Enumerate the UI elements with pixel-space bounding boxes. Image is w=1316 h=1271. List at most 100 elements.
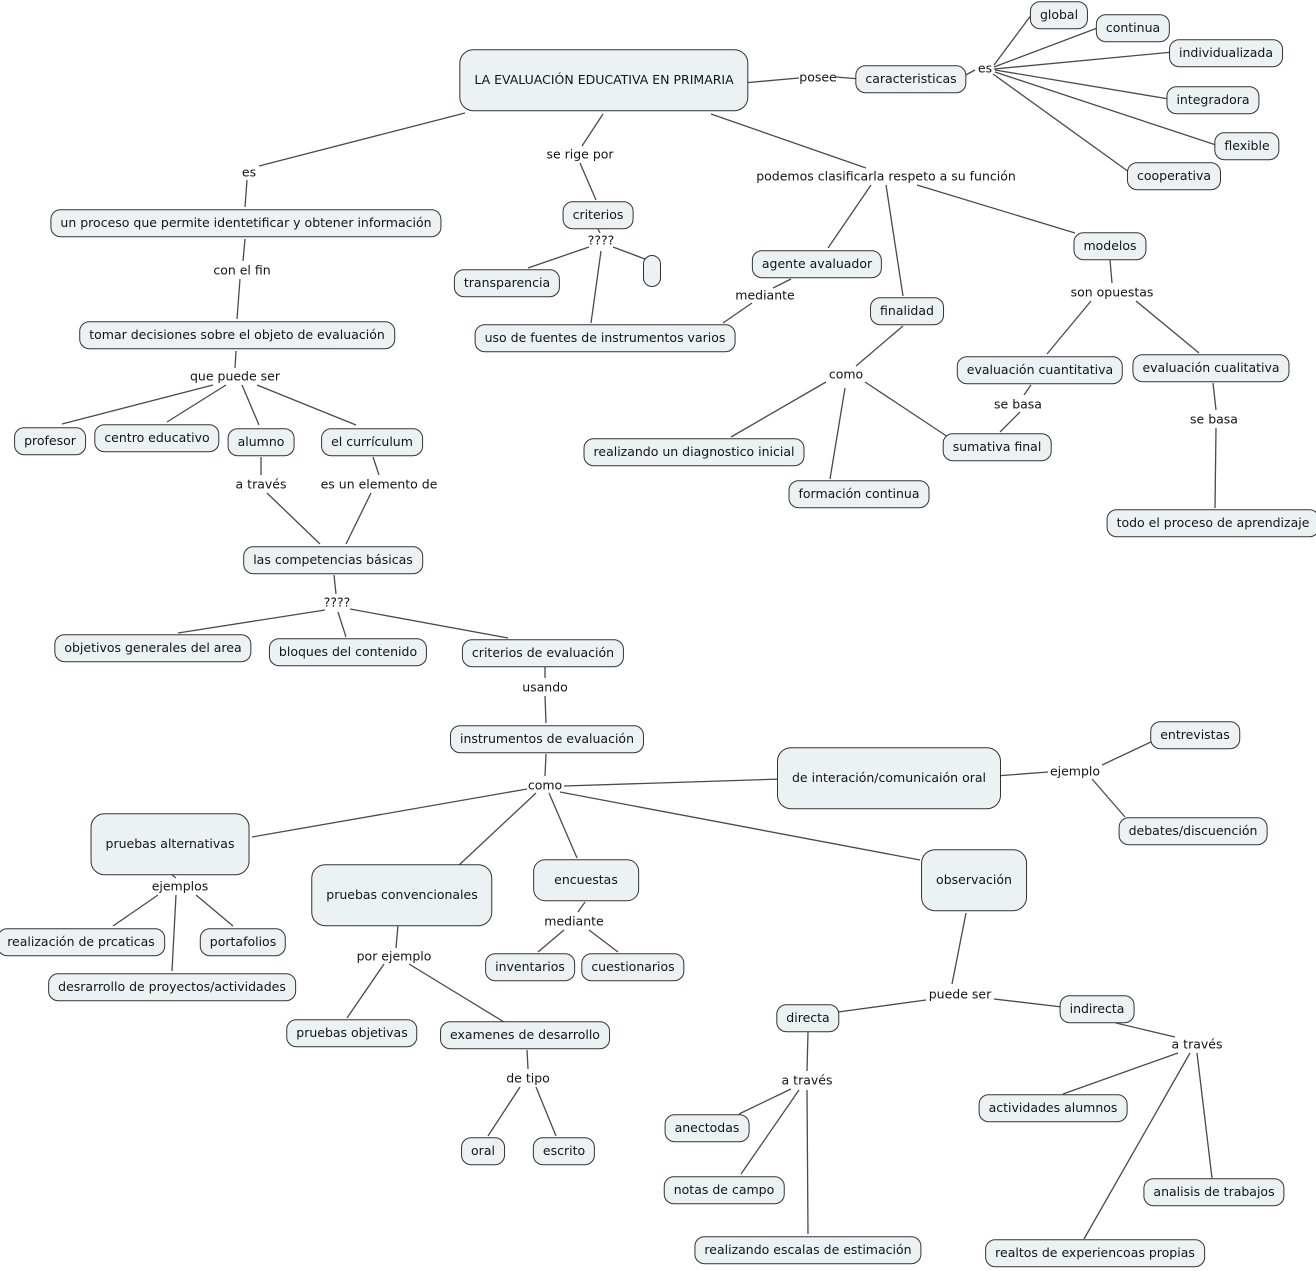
concept-node-pruebas-alternativas[interactable]: pruebas alternativas: [90, 813, 250, 875]
edge-line: [722, 302, 753, 324]
link-label-ejemplos: ejemplos: [151, 878, 209, 894]
concept-node-todo-proceso[interactable]: todo el proceso de aprendizaje: [1106, 509, 1316, 537]
concept-node-interaccion-oral[interactable]: de interación/comunicaión oral: [777, 747, 1001, 809]
edge-line: [548, 792, 578, 859]
concept-node-debates[interactable]: debates/discuención: [1118, 817, 1268, 845]
concept-node-empty-node[interactable]: [643, 255, 661, 287]
edge-line: [526, 1049, 529, 1070]
edge-line: [1109, 259, 1113, 284]
concept-node-eval-cuantitativa[interactable]: evaluación cuantitativa: [956, 356, 1124, 384]
concept-node-inventarios[interactable]: inventarios: [485, 953, 575, 981]
edge-line: [195, 894, 234, 927]
concept-node-oral[interactable]: oral: [461, 1137, 505, 1165]
concept-node-cooperativa[interactable]: cooperativa: [1126, 162, 1222, 190]
edge-line: [730, 381, 827, 438]
link-label-es-proceso: es: [241, 164, 257, 180]
concept-node-individualizada[interactable]: individualizada: [1169, 39, 1283, 67]
concept-node-integradora[interactable]: integradora: [1166, 86, 1260, 114]
concept-node-modelos[interactable]: modelos: [1073, 232, 1147, 260]
concept-node-competencias[interactable]: las competencias básicas: [243, 546, 423, 574]
link-label-mediante-encuestas: mediante: [544, 913, 604, 929]
concept-node-instrumentos[interactable]: instrumentos de evaluación: [449, 725, 645, 753]
edge-line: [1046, 300, 1092, 355]
edge-line: [1196, 1052, 1213, 1179]
concept-node-finalidad[interactable]: finalidad: [870, 297, 944, 325]
concept-node-global[interactable]: global: [1029, 1, 1089, 29]
concept-node-notas-campo[interactable]: notas de campo: [663, 1176, 785, 1204]
edge-line: [1101, 740, 1154, 766]
edge-line: [612, 246, 646, 260]
concept-node-continua[interactable]: continua: [1095, 14, 1171, 42]
concept-node-anectodas[interactable]: anectodas: [664, 1114, 750, 1142]
concept-node-observacion[interactable]: observación: [921, 849, 1027, 911]
edge-line: [457, 792, 537, 867]
concept-node-escalas-estimacion[interactable]: realizando escalas de estimación: [694, 1236, 922, 1264]
concept-node-criterios-evaluacion[interactable]: criterios de evaluación: [461, 639, 625, 667]
concept-node-entrevistas[interactable]: entrevistas: [1150, 721, 1240, 749]
concept-node-flexible[interactable]: flexible: [1214, 132, 1280, 160]
edge-line: [1135, 300, 1200, 354]
link-label-puede-ser: puede ser: [928, 986, 992, 1002]
concept-node-profesor[interactable]: profesor: [14, 427, 86, 455]
edge-line: [166, 384, 227, 423]
link-label-es-caracteristicas: es: [977, 60, 993, 76]
concept-node-alumno[interactable]: alumno: [227, 428, 295, 456]
concept-node-proceso[interactable]: un proceso que permite identetificar y o…: [50, 209, 442, 237]
edge-line: [242, 238, 246, 262]
concept-node-analisis-trabajos[interactable]: analisis de trabajos: [1143, 1178, 1285, 1206]
edge-line: [855, 325, 904, 367]
concept-node-pruebas-convencionales[interactable]: pruebas convencionales: [311, 864, 493, 926]
concept-node-caracteristicas[interactable]: caracteristicas: [855, 65, 967, 93]
concept-node-actividades-alumnos[interactable]: actividades alumnos: [978, 1094, 1128, 1122]
edge-line: [1062, 1052, 1179, 1095]
link-label-como-finalidad: como: [828, 366, 864, 382]
concept-node-transparencia[interactable]: transparencia: [453, 269, 561, 297]
concept-node-centro-educativo[interactable]: centro educativo: [94, 424, 220, 452]
edge-line: [1023, 384, 1032, 396]
concept-node-objetivos[interactable]: objetivos generales del area: [54, 634, 252, 662]
edge-line: [535, 1086, 557, 1137]
concept-node-eval-cualitativa[interactable]: evaluación cualitativa: [1132, 354, 1290, 382]
concept-node-cuestionarios[interactable]: cuestionarios: [581, 953, 685, 981]
edge-line: [236, 278, 241, 320]
edge-line: [1214, 427, 1217, 509]
edge-line: [916, 184, 1076, 234]
edge-line: [577, 901, 586, 913]
concept-node-tomar-decisiones[interactable]: tomar decisiones sobre el objeto de eval…: [79, 321, 395, 349]
edge-line: [742, 77, 800, 84]
concept-node-uso-fuentes[interactable]: uso de fuentes de instrumentos varios: [474, 324, 736, 352]
edge-line: [710, 113, 867, 169]
edge-line: [559, 791, 921, 861]
edge-line: [992, 73, 1130, 173]
concept-node-portafolios[interactable]: portafolios: [199, 928, 287, 956]
concept-node-relatos-experiencias[interactable]: realtos de experiencoas propias: [985, 1239, 1205, 1267]
edge-line: [241, 384, 260, 426]
concept-node-desarrollo-proyectos[interactable]: desrarrollo de proyectos/actividades: [48, 973, 296, 1001]
link-label-es-elemento: es un elemento de: [320, 476, 438, 492]
edge-line: [1091, 778, 1126, 818]
concept-node-sumativa-final[interactable]: sumativa final: [942, 433, 1052, 461]
concept-node-curriculum[interactable]: el currículum: [321, 428, 423, 456]
concept-node-indirecta[interactable]: indirecta: [1059, 995, 1135, 1023]
edge-line: [537, 929, 565, 953]
concept-node-pruebas-objetivas[interactable]: pruebas objetivas: [286, 1019, 418, 1047]
concept-node-escrito[interactable]: escrito: [532, 1137, 596, 1165]
concept-node-encuestas[interactable]: encuestas: [533, 859, 639, 901]
concept-node-agente-avaluador[interactable]: agente avaluador: [751, 250, 883, 278]
link-label-con-el-fin: con el fin: [213, 262, 271, 278]
concept-node-examenes[interactable]: examenes de desarrollo: [440, 1021, 610, 1049]
concept-node-formacion-continua[interactable]: formación continua: [788, 480, 930, 508]
concept-node-directa[interactable]: directa: [776, 1004, 840, 1032]
concept-node-main-title[interactable]: LA EVALUACIÓN EDUCATIVA EN PRIMARIA: [459, 49, 749, 111]
concept-node-criterios[interactable]: criterios: [562, 201, 634, 229]
concept-node-realizacion-practicas[interactable]: realización de prcaticas: [0, 928, 165, 956]
concept-node-diagnostico[interactable]: realizando un diagnostico inicial: [583, 438, 805, 466]
link-label-que-puede-ser: que puede ser: [189, 368, 281, 384]
link-label-se-rige-por: se rige por: [546, 146, 614, 162]
link-label-de-tipo: de tipo: [506, 1070, 550, 1086]
link-label-se-basa-cualitativa: se basa: [1190, 411, 1238, 427]
edge-line: [951, 912, 967, 985]
edge-line: [999, 411, 1021, 433]
edge-line: [251, 788, 528, 838]
concept-node-bloques[interactable]: bloques del contenido: [268, 638, 428, 666]
